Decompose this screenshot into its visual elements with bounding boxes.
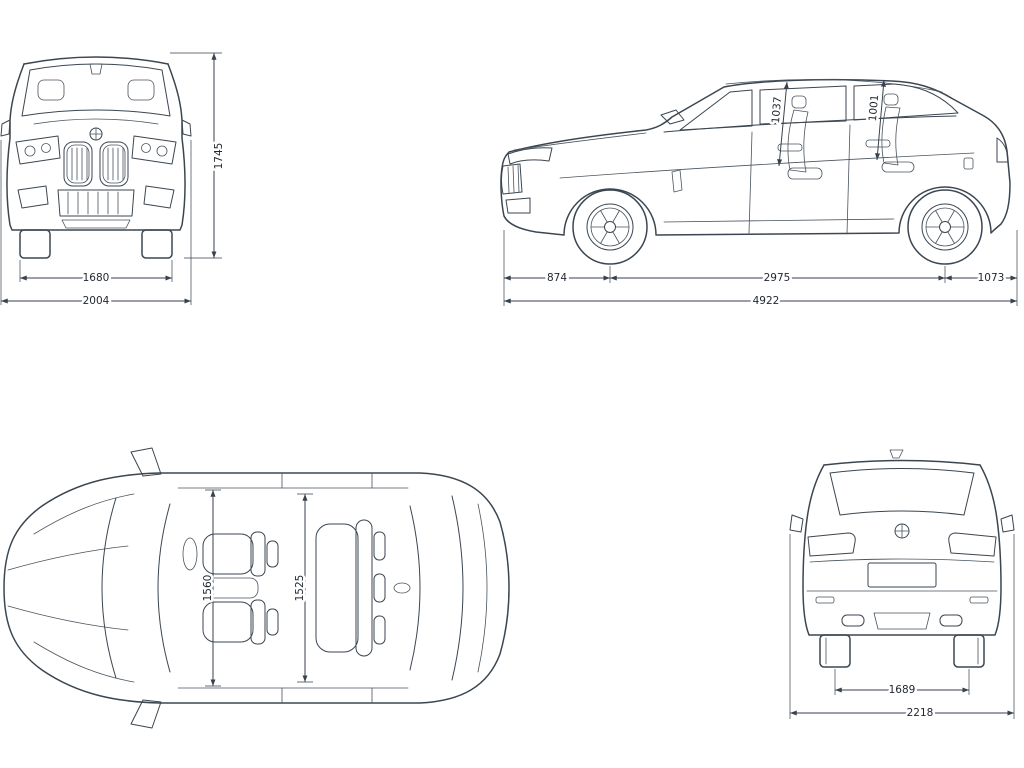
dim-rear-headroom-label: 1001 — [867, 94, 881, 122]
dim-overall-length-label: 4922 — [753, 295, 780, 307]
dim-rear-interior-width-label: 1525 — [294, 575, 306, 602]
headlight — [507, 147, 553, 165]
right-headlight — [131, 135, 177, 165]
dim-rear-overhang-label: 1073 — [978, 272, 1005, 284]
bmw-roundel-icon — [894, 523, 910, 539]
side-view: 1037 1001 874 2975 1073 4922 — [500, 78, 1018, 310]
dim-overall-width-mirrors-label: 2218 — [907, 707, 934, 719]
dim-wheelbase-label: 2975 — [764, 272, 791, 284]
passenger-seat — [202, 599, 279, 645]
roof-antenna — [393, 582, 411, 594]
top-view: 1560 1525 — [3, 447, 510, 729]
right-mirror — [130, 699, 162, 729]
front-wheel — [572, 189, 648, 265]
steering-wheel — [182, 537, 198, 571]
left-mirror — [130, 447, 162, 477]
dim-overall-height-label: 1745 — [213, 143, 225, 170]
dim-overall-width-label: 2004 — [83, 295, 110, 307]
center-console — [205, 577, 259, 599]
dim-track-width-label: 1680 — [83, 272, 110, 284]
front-car-outline — [0, 56, 192, 259]
dim-front-overhang-label: 874 — [547, 272, 567, 284]
driver-seat — [202, 531, 279, 577]
left-tire — [819, 634, 851, 668]
left-exhaust — [841, 614, 865, 627]
left-mirror — [789, 514, 804, 533]
bmw-roundel-icon — [89, 127, 103, 141]
left-taillight — [807, 532, 856, 557]
left-tire — [19, 229, 51, 259]
side-dimensions: 1037 1001 874 2975 1073 4922 — [503, 79, 1018, 310]
left-headlight — [15, 135, 61, 165]
center-intake — [57, 189, 135, 217]
right-mirror — [1000, 514, 1015, 533]
diffuser — [873, 612, 931, 630]
headrest — [37, 79, 65, 101]
right-reflector — [969, 596, 989, 604]
skid-plate — [61, 219, 131, 229]
side-mirror — [660, 109, 685, 125]
rear-bench-seat — [315, 519, 386, 657]
rear-wheel — [907, 189, 983, 265]
front-view: 1745 1680 2004 — [0, 52, 228, 310]
door-handle — [777, 143, 803, 152]
rear-car-outline — [789, 449, 1015, 668]
side-car-outline — [500, 78, 1011, 265]
headrest — [127, 79, 155, 101]
rear-seat — [881, 93, 915, 173]
left-reflector — [815, 596, 835, 604]
top-car-outline — [3, 447, 510, 729]
dim-front-interior-width-label: 1560 — [202, 575, 214, 602]
front-seat — [787, 95, 823, 180]
rear-view: 1689 2218 — [789, 449, 1015, 722]
license-plate — [867, 562, 937, 588]
top-dimensions: 1560 1525 — [200, 489, 313, 687]
right-tire — [953, 634, 985, 668]
right-fog-intake — [143, 185, 175, 209]
left-mirror — [0, 119, 11, 137]
dim-rear-track-label: 1689 — [889, 684, 916, 696]
front-dimensions: 1745 1680 2004 — [0, 52, 228, 310]
left-fog-intake — [17, 185, 49, 209]
right-tire — [141, 229, 173, 259]
roof-antenna — [889, 449, 904, 459]
rear-dimensions: 1689 2218 — [789, 534, 1015, 722]
fuel-door — [963, 157, 974, 170]
right-exhaust — [939, 614, 963, 627]
dim-front-headroom-label: 1037 — [770, 96, 784, 124]
right-taillight — [948, 532, 997, 557]
fender-vent — [671, 169, 683, 193]
right-mirror — [181, 119, 192, 137]
kidney-grille — [63, 141, 129, 187]
rearview-mirror — [89, 63, 103, 75]
taillight — [996, 137, 1009, 163]
